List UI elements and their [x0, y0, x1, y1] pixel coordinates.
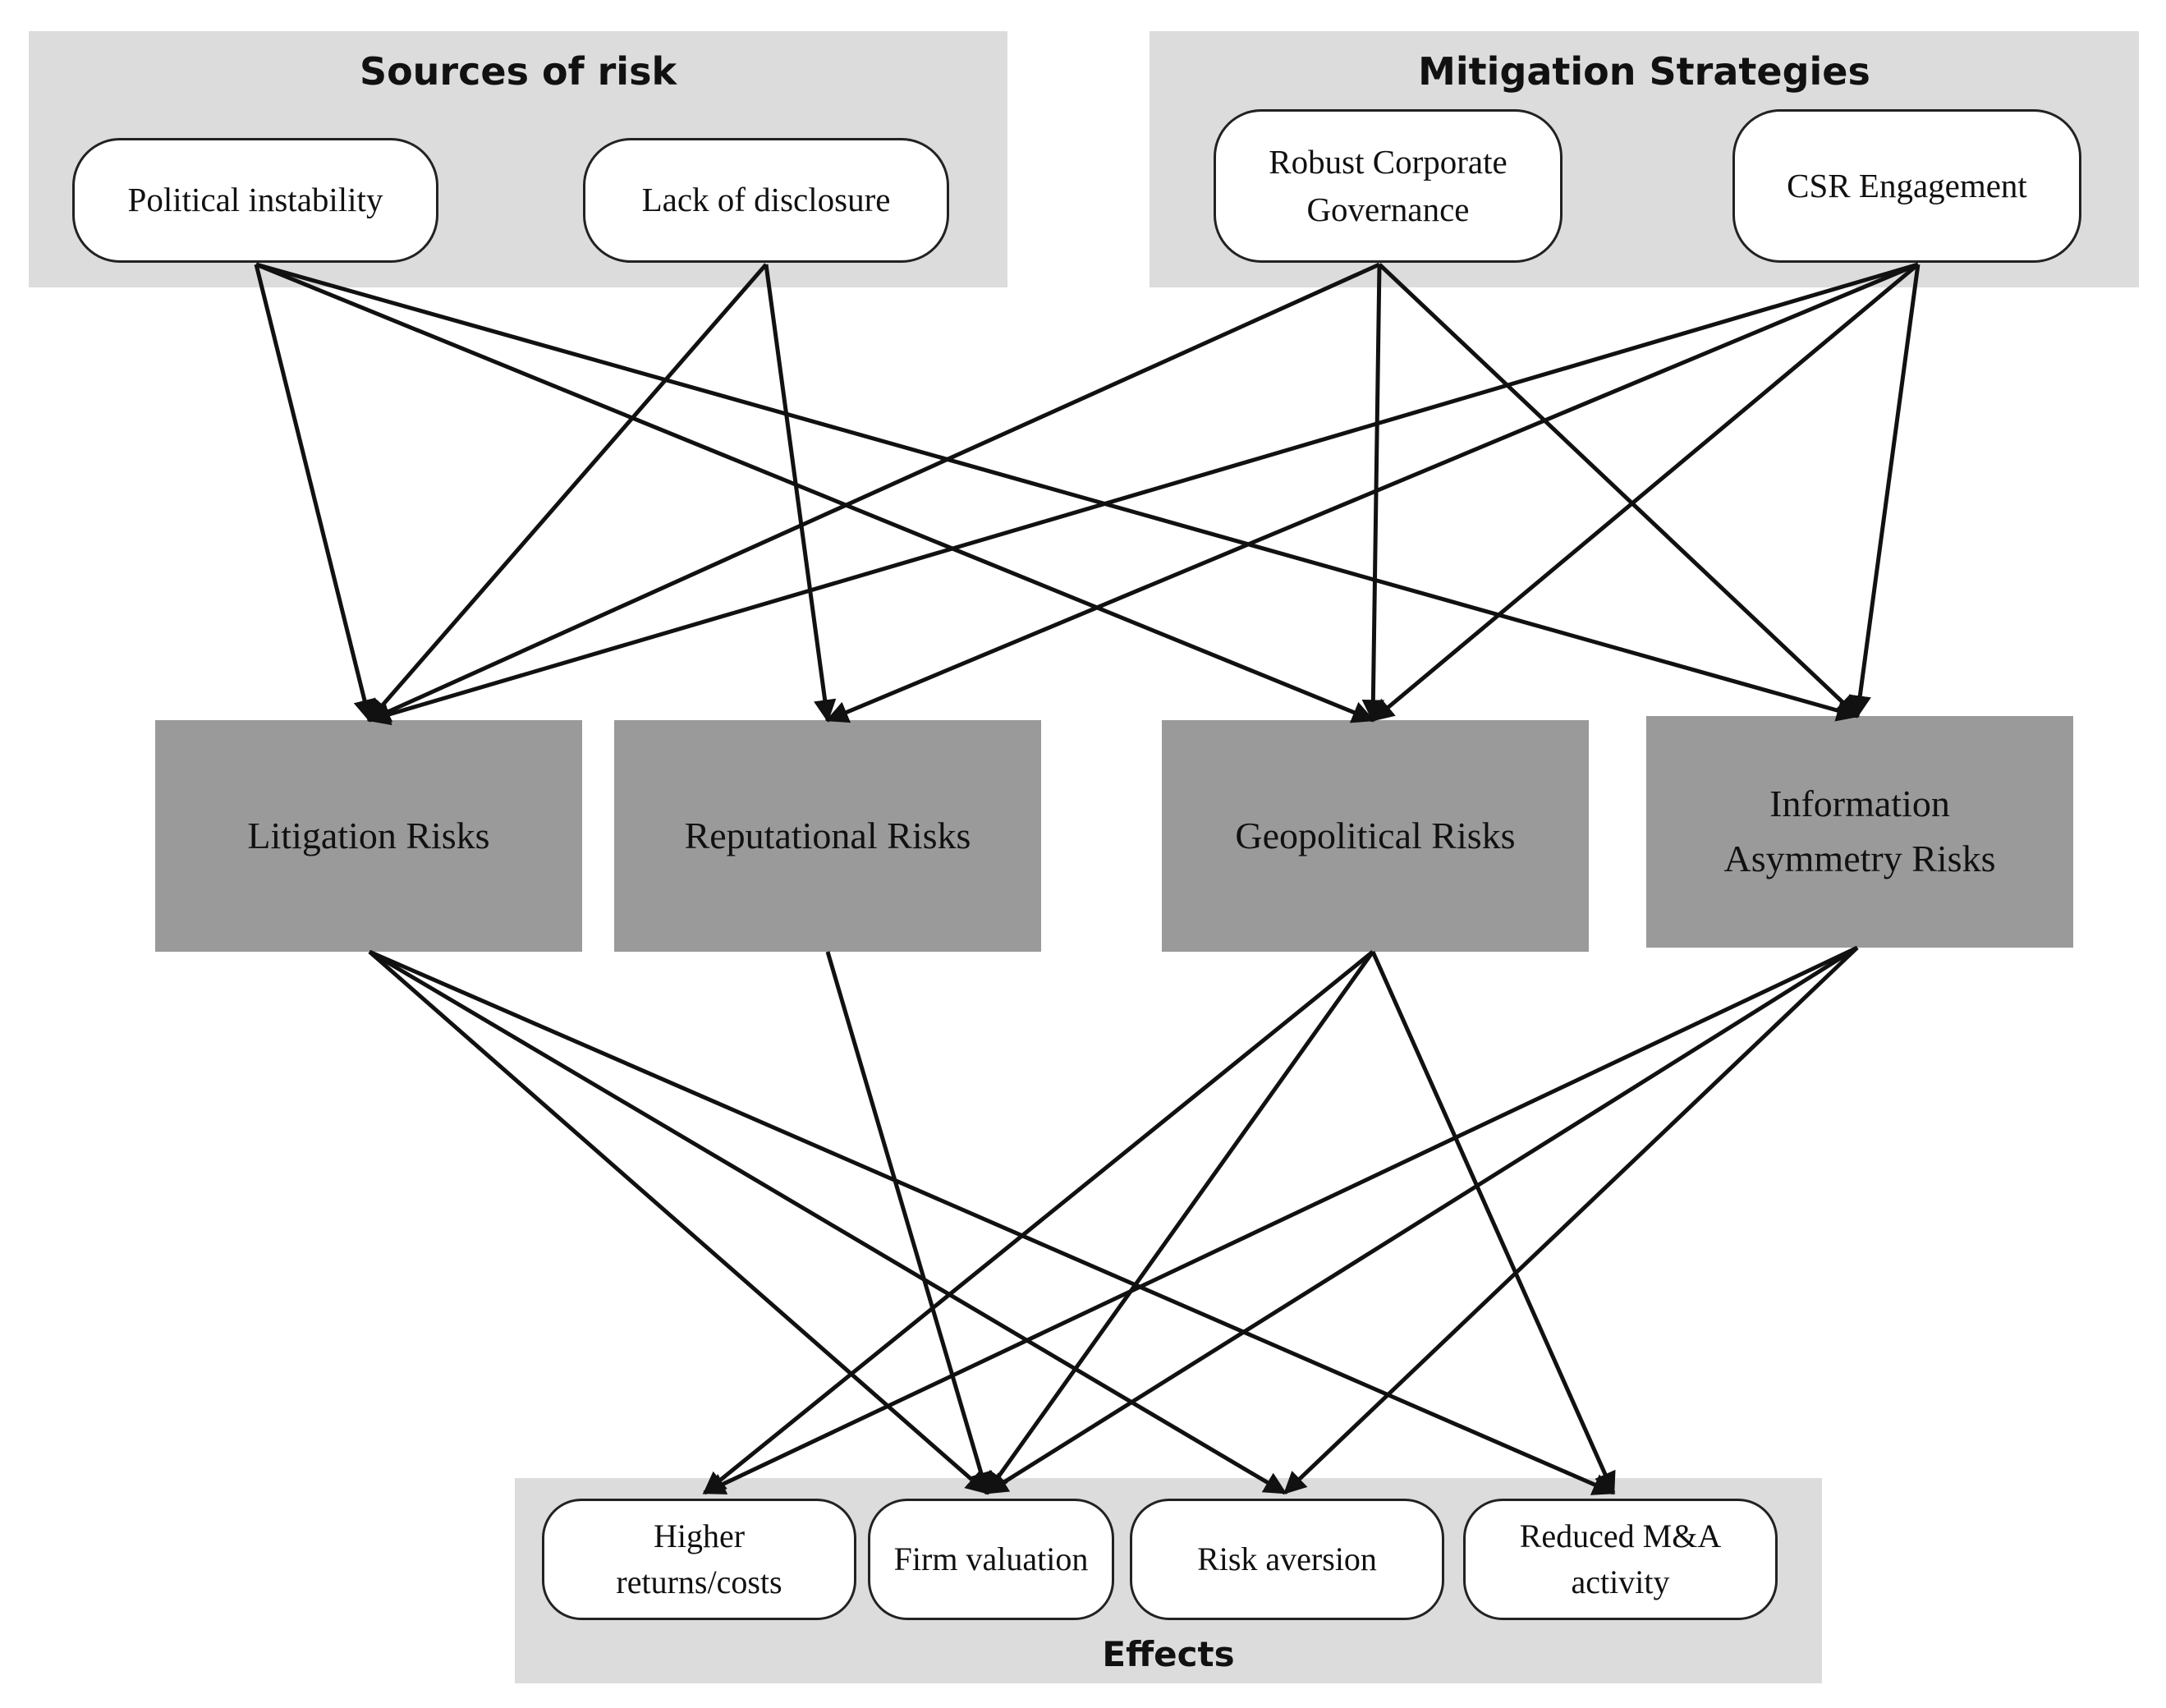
risk-litigation: Litigation Risks	[155, 720, 582, 952]
edge-group	[254, 262, 1920, 1495]
arrow-geopolitical-to-returns	[702, 950, 1374, 1494]
arrow-litigation-to-valuation	[368, 950, 989, 1494]
source-label: Lack of disclosure	[641, 181, 891, 219]
risk-reputational: Reputational Risks	[614, 720, 1041, 952]
risk-label: Litigation Risks	[247, 814, 490, 856]
source-label: Political instability	[127, 181, 383, 219]
arrow-disclosure-to-litigation	[368, 263, 768, 723]
effect-higher-returns-costs: Higher returns/costs	[542, 1499, 856, 1620]
effect-reduced-ma-activity: Reduced M&A activity	[1463, 1499, 1778, 1620]
arrow-litigation-to-ma	[369, 949, 1616, 1495]
arrow-geopolitical-to-valuation	[984, 950, 1375, 1495]
arrow-political-to-litigation	[254, 264, 376, 723]
effect-firm-valuation: Firm valuation	[868, 1499, 1114, 1620]
arrow-csr-to-asymmetry	[1848, 264, 1920, 719]
risk-geopolitical: Geopolitical Risks	[1162, 720, 1589, 952]
mitigation-label: CSR Engagement	[1787, 166, 2027, 204]
effects-title: Effects	[1102, 1634, 1235, 1674]
arrow-reputational-to-valuation	[825, 951, 993, 1495]
arrow-disclosure-to-reputational	[764, 264, 837, 723]
arrow-csr-to-reputational	[825, 262, 1919, 723]
arrow-asymmetry-to-returns	[702, 945, 1859, 1495]
effect-risk-aversion: Risk aversion	[1130, 1499, 1444, 1620]
arrow-csr-to-litigation	[367, 262, 1919, 726]
arrow-political-to-geopolitical	[255, 262, 1375, 723]
arrow-geopolitical-to-ma	[1370, 950, 1616, 1495]
risk-information-asymmetry: Information Asymmetry Risks	[1646, 716, 2073, 948]
arrow-governance-to-litigation	[367, 262, 1381, 723]
effect-label: Reduced M&A activity	[1519, 1517, 1722, 1600]
arrow-governance-to-asymmetry	[1378, 263, 1859, 718]
arrow-political-to-asymmetry	[255, 262, 1860, 722]
mitigation-label: Robust Corporate Governance	[1269, 143, 1507, 228]
effect-label: Higher returns/costs	[616, 1517, 782, 1600]
risk-label: Geopolitical Risks	[1235, 814, 1516, 856]
effect-label: Firm valuation	[893, 1540, 1089, 1577]
arrow-csr-to-geopolitical	[1370, 263, 1920, 722]
arrow-litigation-to-aversion	[368, 949, 1287, 1495]
risk-label: Reputational Risks	[684, 814, 971, 856]
mitigation-csr-engagement: CSR Engagement	[1732, 109, 2081, 263]
arrow-asymmetry-to-aversion	[1283, 946, 1859, 1494]
sources-title: Sources of risk	[359, 49, 677, 94]
source-lack-of-disclosure: Lack of disclosure	[583, 138, 949, 263]
risk-label: Information Asymmetry Risks	[1723, 783, 1996, 879]
mitigation-title: Mitigation Strategies	[1418, 49, 1870, 94]
effect-label: Risk aversion	[1197, 1540, 1377, 1577]
arrow-asymmetry-to-valuation	[984, 945, 1859, 1495]
source-political-instability: Political instability	[72, 138, 438, 263]
mitigation-corporate-governance: Robust Corporate Governance	[1214, 109, 1563, 263]
